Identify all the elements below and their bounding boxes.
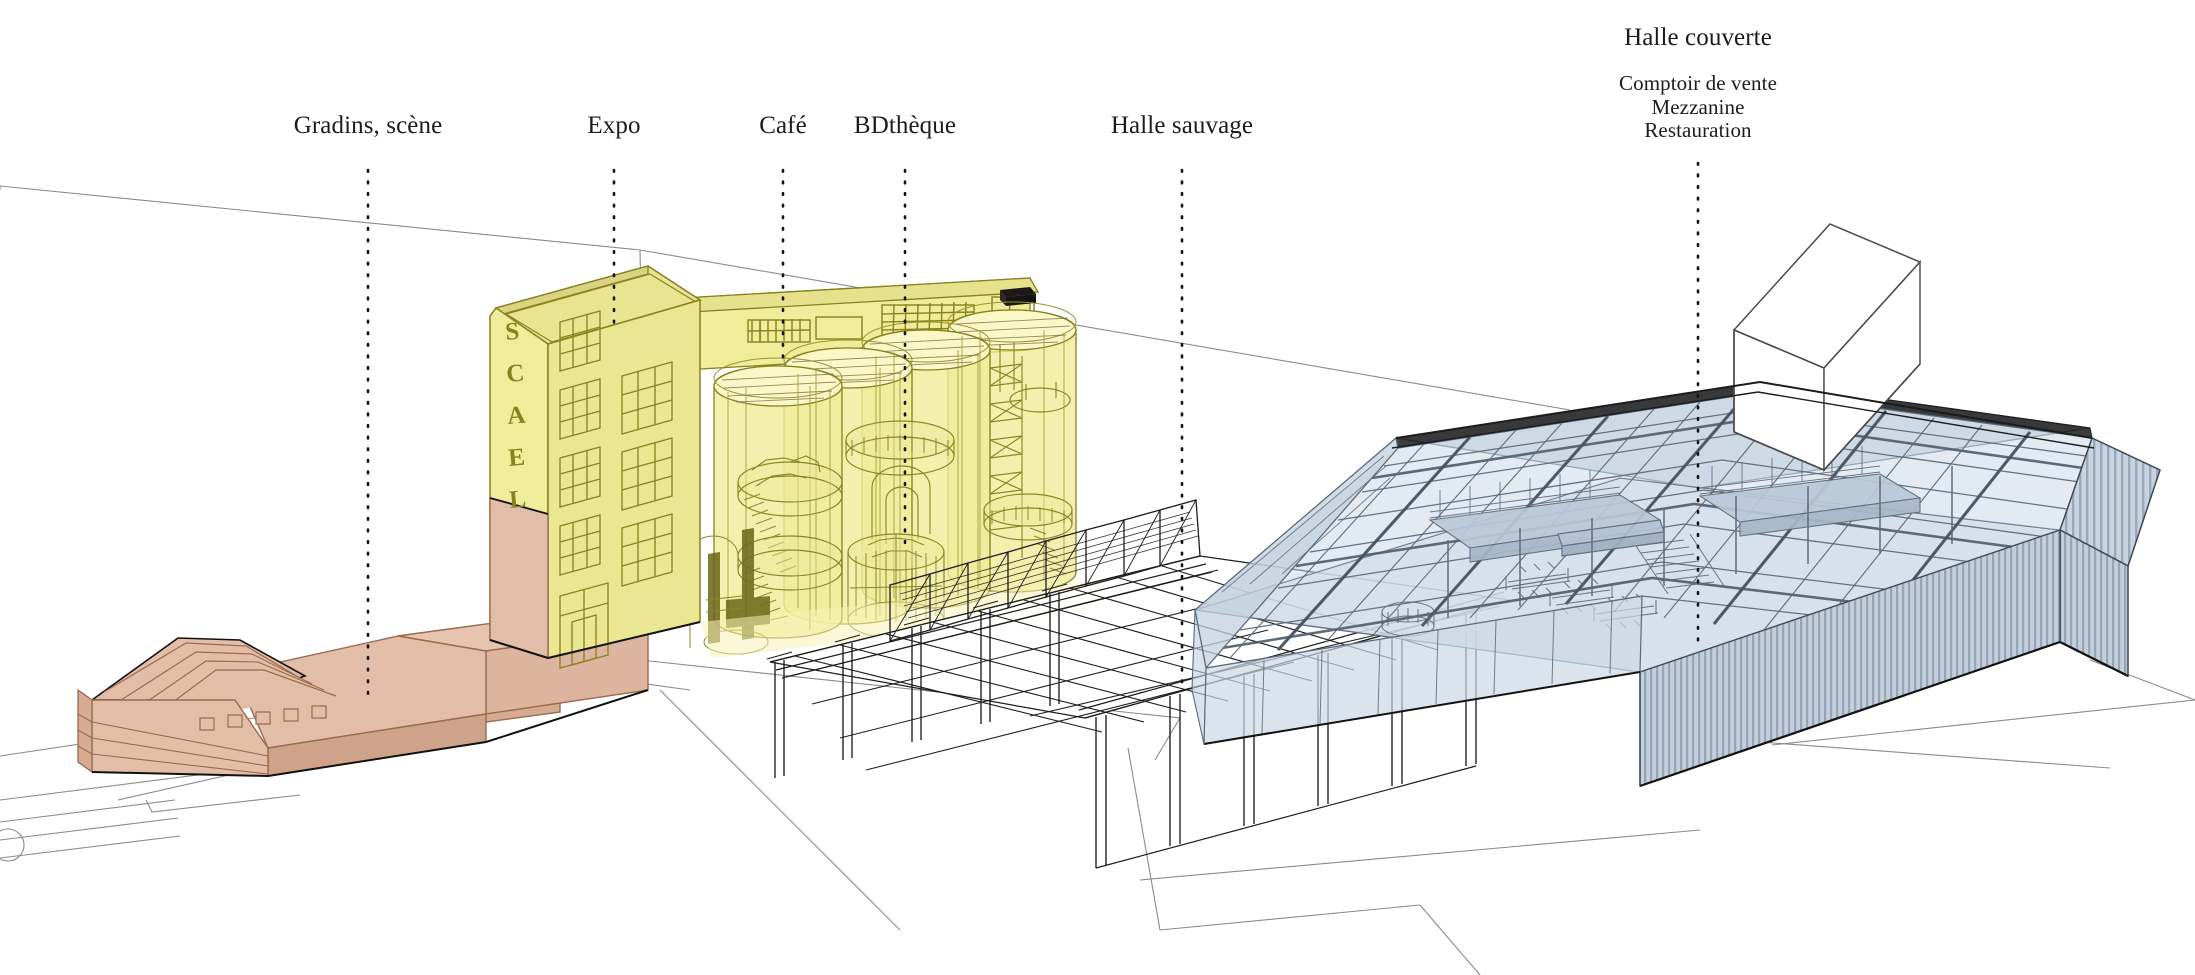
svg-text:E: E [507,444,526,472]
svg-text:A: A [506,402,526,430]
callout-text-line: Expo [587,112,641,139]
callout-text-line: Halle couverte [1624,24,1772,51]
callout-label-halle-couverte: Halle couverte [1624,24,1772,51]
svg-text:C: C [505,360,525,388]
callout-leader-lines[interactable] [366,161,1700,702]
silo-interior-program [683,342,1073,655]
callout-text-line: Café [759,112,807,139]
callout-label-comptoir-mezzanine-restauration: Comptoir de vente Mezzanine Restauration [1618,71,1778,143]
callout-text-line: Mezzanine [1651,94,1745,119]
site-curb-detail [0,794,301,862]
svg-text:S: S [504,318,520,346]
volume-blanc-pignon [1732,223,1922,472]
callout-text-line: Halle sauvage [1110,112,1254,139]
tour-scael: S C A E L [489,265,702,669]
callout-label-cafe: Café [759,112,807,139]
callout-text-line: BDthèque [853,112,957,139]
scael-signage: S C A E L [504,318,527,514]
callout-text-line: Comptoir de vente [1618,71,1778,95]
callout-label-bdtheque: BDthèque [854,112,956,139]
callout-label-gradins-scene: Gradins, scène [294,112,443,139]
silo-complex: S C A E L [489,265,1110,669]
callout-text-line: Gradins, scène [293,112,443,139]
svg-text:L: L [508,486,527,514]
tower-windows-front [559,361,673,669]
halle-couverte-structure [1191,223,2161,788]
callout-label-halle-sauvage: Halle sauvage [1111,112,1253,139]
callout-label-expo: Expo [587,112,640,139]
callout-text-line: Restauration [1644,118,1752,143]
tower-windows-left [559,310,601,576]
